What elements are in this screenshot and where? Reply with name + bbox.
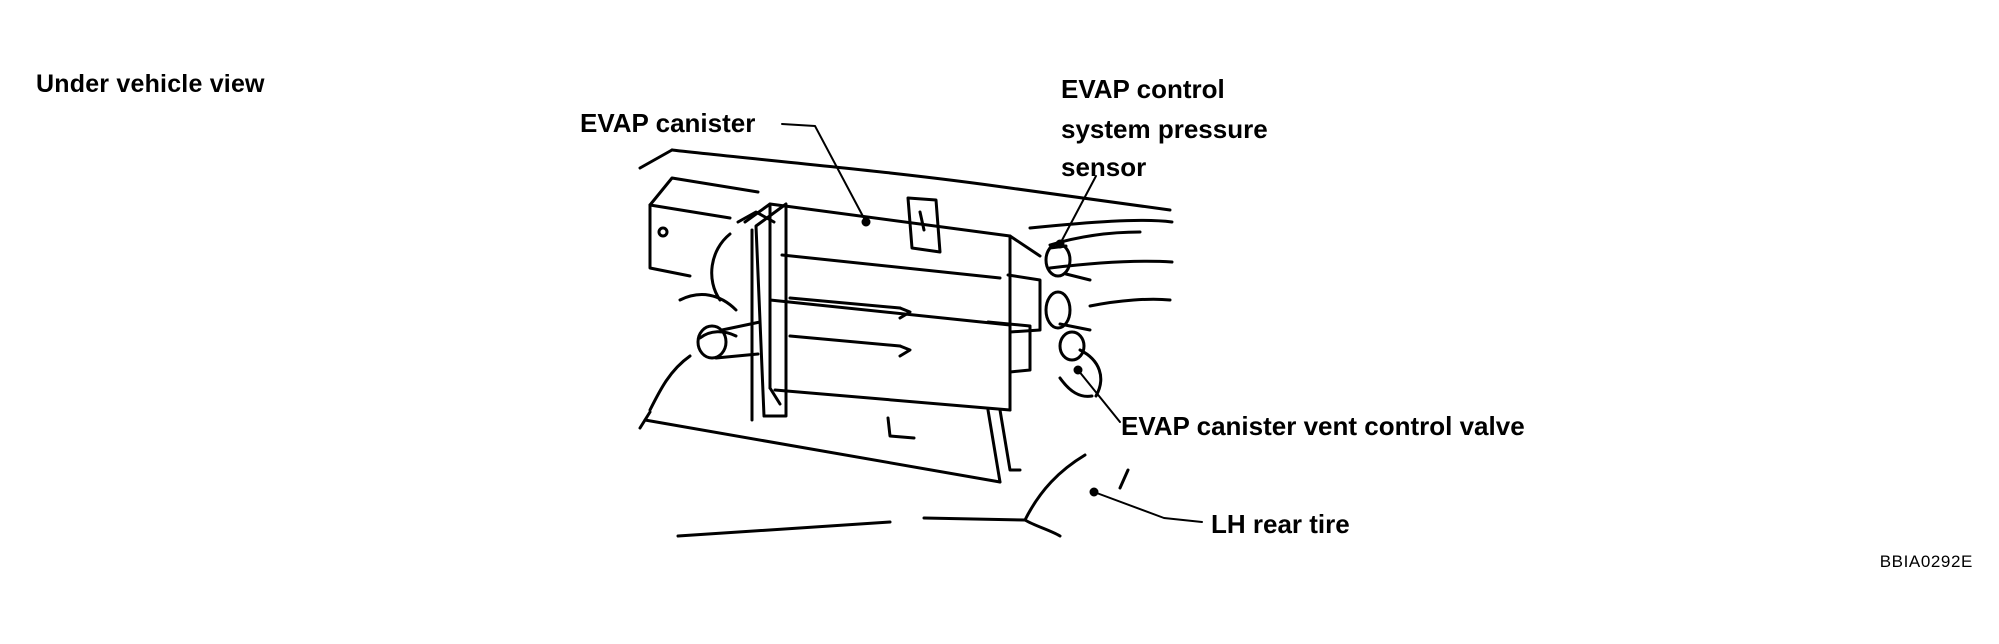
canister-strap [710,202,788,422]
evap-canister-body [743,202,1042,412]
view-title: Under vehicle view [36,70,265,98]
evap-canister-label: EVAP canister [580,108,756,138]
lower-support-arm [643,408,1022,484]
pressure-sensor-label-line3: sensor [1061,152,1147,182]
ground-line [676,516,1027,538]
left-hose [638,293,762,430]
figure-code: BBIA0292E [1879,552,1973,571]
body-outline-lines [638,148,1174,308]
leader-lines [781,123,1203,523]
pressure-sensor-label-line2: system pressure [1061,114,1268,144]
mounting-bracket [648,176,760,278]
rear-tire-label: LH rear tire [1211,509,1350,539]
tire-outline [1023,453,1130,538]
vent-control-valve-label: EVAP canister vent control valve [1121,411,1525,441]
pressure-sensor-label-line1: EVAP control [1061,74,1225,104]
top-tab [906,196,942,254]
